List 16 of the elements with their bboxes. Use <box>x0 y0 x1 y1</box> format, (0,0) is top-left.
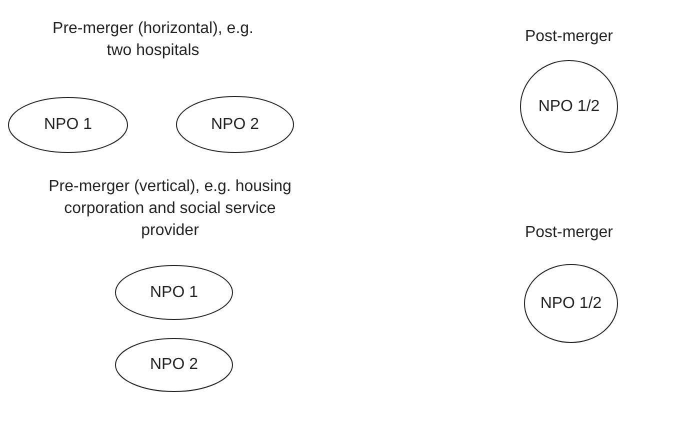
ellipse-node <box>176 96 294 153</box>
ellipse-node <box>524 264 618 343</box>
node-label: NPO 1 <box>148 284 199 302</box>
heading-text: Post-merger <box>524 223 614 243</box>
node-label: NPO 1/2 <box>537 98 601 116</box>
heading-text: Post-merger <box>524 27 614 47</box>
ellipse-node <box>520 60 618 153</box>
ellipse-node <box>8 97 128 153</box>
heading-text: Pre-merger (horizontal), e.g. two hospitals <box>52 19 254 61</box>
ellipse-node <box>115 338 233 392</box>
ellipse-node <box>115 265 233 320</box>
node-label: NPO 1/2 <box>539 294 603 312</box>
node-label: NPO 2 <box>210 116 260 134</box>
heading-text: Pre-merger (vertical), e.g. housing corporation and social service provider <box>48 177 292 241</box>
node-label: NPO 1 <box>42 116 93 134</box>
node-label: NPO 2 <box>148 356 199 374</box>
